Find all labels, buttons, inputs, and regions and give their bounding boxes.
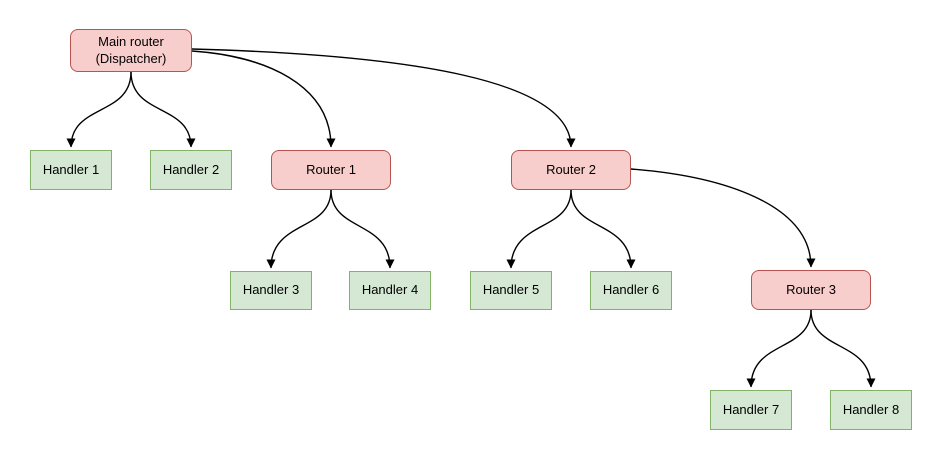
node-handler-4: Handler 4 <box>349 271 431 310</box>
node-handler-2: Handler 2 <box>150 150 232 190</box>
edge-main-router-to-router-1 <box>191 50 336 148</box>
edge-main-router-to-handler-2 <box>130 71 196 148</box>
node-handler-7: Handler 7 <box>710 390 792 430</box>
node-handler-6: Handler 6 <box>590 271 672 310</box>
node-handler-5: Handler 5 <box>470 271 552 310</box>
node-main-router-label: Main router (Dispatcher) <box>96 34 167 67</box>
node-main-router-label-line2: (Dispatcher) <box>95 50 167 66</box>
node-router-1: Router 1 <box>271 150 391 190</box>
edge-router-3-to-handler-8 <box>810 309 876 388</box>
edge-main-router-to-router-2 <box>191 48 576 148</box>
edge-router-2-to-handler-5 <box>506 189 572 269</box>
edge-router-3-to-handler-7 <box>746 309 812 388</box>
node-handler-3: Handler 3 <box>230 271 312 310</box>
node-router-2: Router 2 <box>511 150 631 190</box>
edge-router-2-to-handler-6 <box>570 189 636 269</box>
edge-router-1-to-handler-4 <box>330 189 395 269</box>
edge-main-router-to-handler-1 <box>66 71 132 148</box>
edge-router-1-to-handler-3 <box>266 189 332 269</box>
node-router-3: Router 3 <box>751 270 871 310</box>
node-main-router: Main router (Dispatcher) <box>70 29 192 72</box>
node-handler-1: Handler 1 <box>30 150 112 190</box>
node-handler-8: Handler 8 <box>830 390 912 430</box>
edge-router-2-to-router-3 <box>630 168 816 268</box>
node-main-router-label-line1: Main router <box>98 34 164 50</box>
